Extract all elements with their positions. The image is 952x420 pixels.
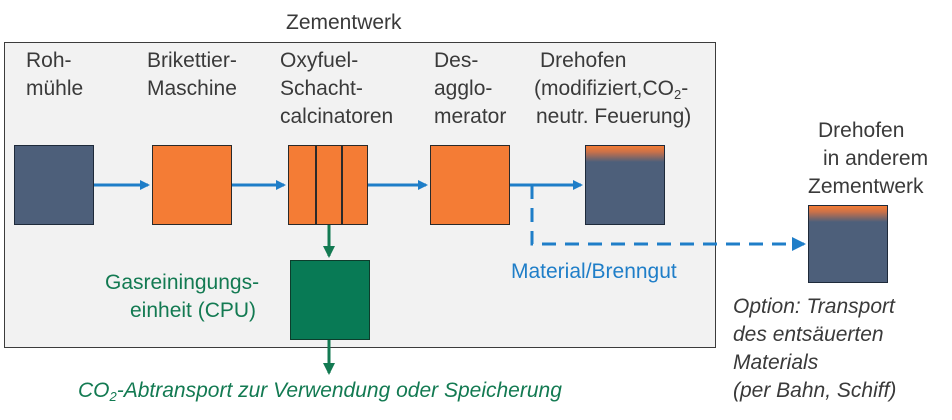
option-line2: des entsäuerten [733,323,884,346]
raw-mill-box [14,145,94,225]
calciner-divider [315,146,317,224]
deagglomerator-box [430,145,510,225]
cpu-box [290,260,370,340]
calciner-divider [341,146,343,224]
rotary-kiln-box [585,145,665,225]
other-kiln-label-line3: Zementwerk [808,175,924,198]
co2-transport-label: CO2-Abtransport zur Verwendung oder Spei… [78,379,562,404]
cpu-label-line2: einheit (CPU) [130,299,257,322]
material-label: Material/Brenngut [511,260,677,283]
raw-mill-label-line2: mühle [26,77,84,100]
raw-mill-label-line1: Roh- [26,49,72,72]
option-line1: Option: Transport [733,295,895,318]
deagglomerator-label-line2: agglo- [434,77,493,100]
other-kiln-box [808,205,888,283]
briquetting-label-line1: Brikettier- [147,49,237,72]
other-kiln-label-line1: Drehofen [818,119,905,142]
deagglomerator-label-line1: Des- [434,49,479,72]
briquetting-label-line2: Maschine [147,77,237,100]
dashed-arrow-to-other-plant [530,185,806,251]
oxyfuel-calciner-box [288,145,368,225]
option-line3: Materials [733,351,819,374]
rotary-kiln-detail-line1: (modifiziert,CO2- [534,77,689,102]
oxyfuel-label-line2: Schacht- [280,77,363,100]
other-kiln-label-line2: in anderem [823,147,929,170]
oxyfuel-label-line1: Oxyfuel- [280,49,359,72]
oxyfuel-label-line3: calcinatoren [280,105,394,128]
rotary-kiln-detail-line2: neutr. Feuerung) [536,105,692,128]
cpu-label-line1: Gasreiningungs- [105,271,260,294]
option-line4: (per Bahn, Schiff) [733,379,897,402]
deagglomerator-label-line3: merator [434,105,507,128]
plant-title: Zementwerk [286,11,402,34]
rotary-kiln-label: Drehofen [540,49,627,72]
briquetting-machine-box [152,145,232,225]
